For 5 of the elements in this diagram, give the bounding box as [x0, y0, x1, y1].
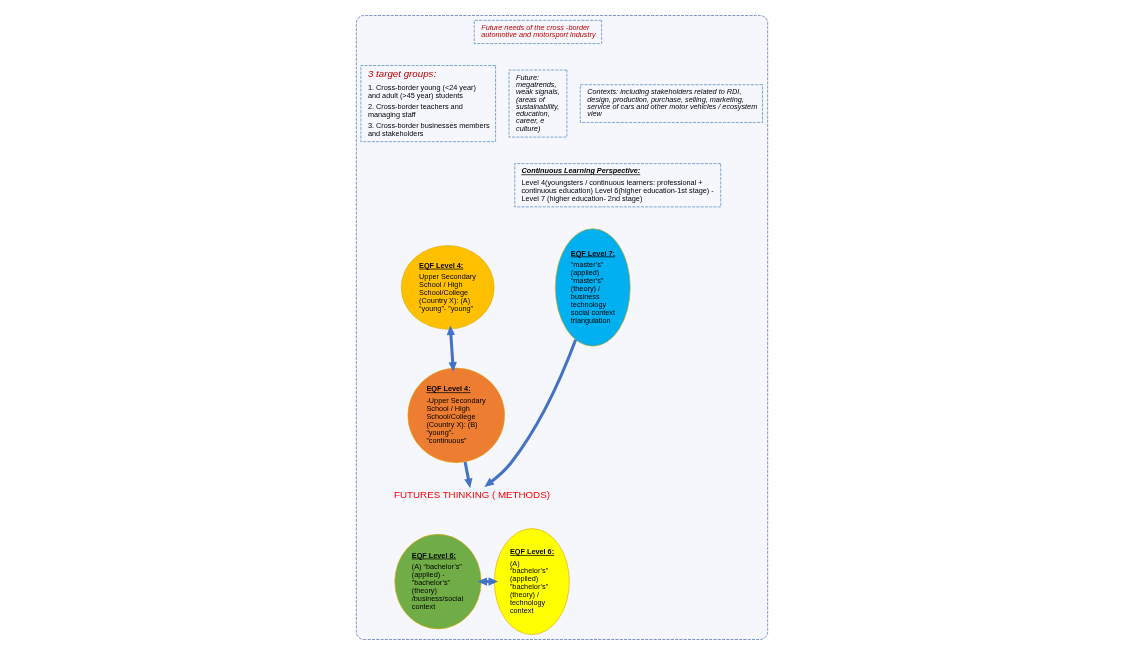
arrow	[446, 325, 457, 372]
arrow	[463, 461, 473, 489]
cluster	[356, 15, 768, 640]
node-text: FUTURES THINKING ( METHODS)	[394, 489, 550, 500]
arrow	[484, 339, 578, 487]
